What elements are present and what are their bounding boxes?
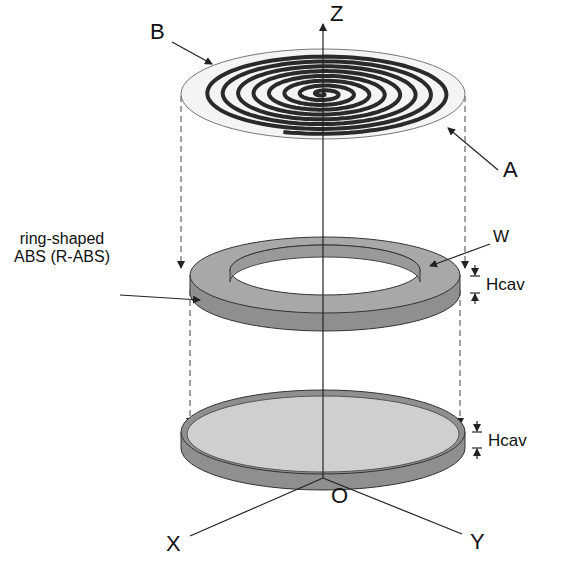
ring-abs: [190, 237, 460, 331]
dimension-label: W: [493, 228, 509, 247]
part-label: ring-shaped ABS (R-ABS): [6, 230, 118, 265]
dimension-label: Hcav: [486, 276, 525, 295]
axis-label: O: [331, 484, 348, 508]
axis-label: Z: [330, 2, 343, 26]
part-label: A: [503, 158, 518, 182]
part-label: B: [150, 20, 165, 44]
dimension-label: Hcav: [488, 432, 527, 451]
axes: [190, 24, 462, 536]
leader-lines: [120, 42, 498, 459]
axis-label: X: [166, 532, 181, 556]
axis-label: Y: [470, 530, 485, 554]
